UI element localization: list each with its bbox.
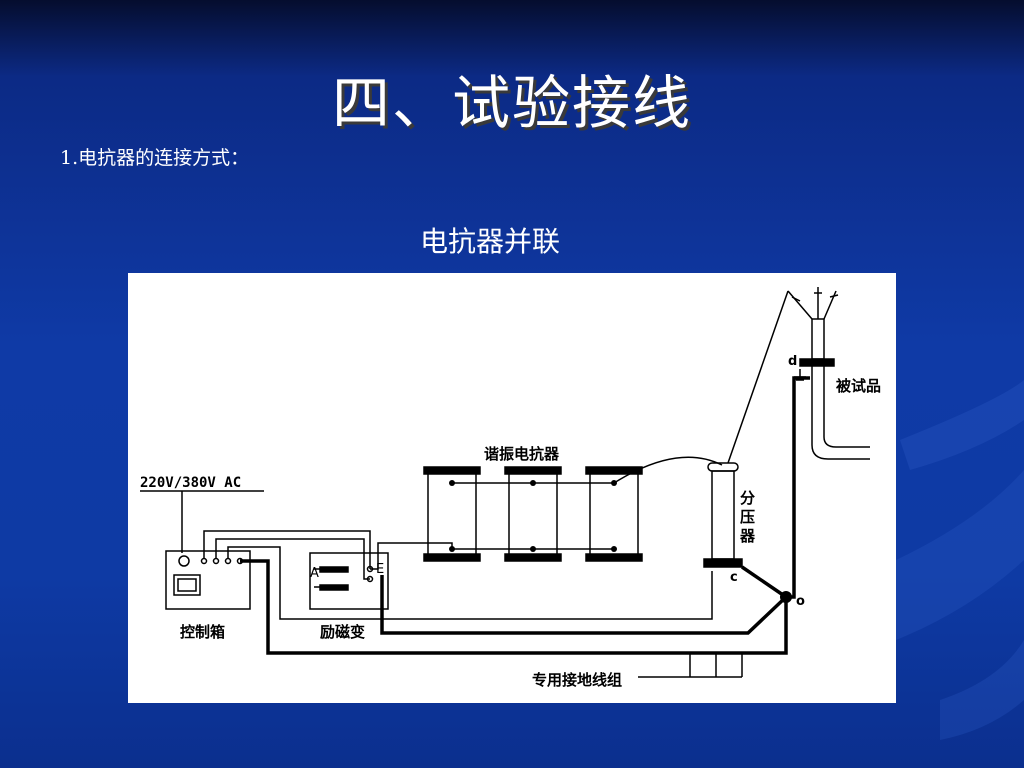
slide-title: 四、试验接线 bbox=[331, 69, 692, 137]
ground-bus bbox=[240, 376, 810, 655]
divider-label-3: 器 bbox=[739, 527, 756, 545]
power-supply bbox=[140, 490, 264, 553]
wiring-diagram-svg: 220V/380V AC 谐振电抗器 控制箱 励磁变 A E 分 压 器 c d… bbox=[140, 287, 881, 689]
point-c-label: c bbox=[730, 570, 738, 585]
bullet-text: 1.电抗器的连接方式： bbox=[60, 147, 250, 169]
exciter-transformer bbox=[309, 552, 389, 610]
exciter-terminal-e: E bbox=[376, 562, 384, 577]
diagram-title: 电抗器并联 bbox=[419, 225, 560, 258]
ground-group bbox=[638, 653, 743, 678]
power-label: 220V/380V AC bbox=[140, 475, 241, 491]
point-d-label: d bbox=[788, 354, 797, 369]
reactor-3 bbox=[585, 466, 643, 562]
wiring-diagram: 220V/380V AC 谐振电抗器 控制箱 励磁变 A E 分 压 器 c d… bbox=[128, 273, 896, 703]
exciter-label: 励磁变 bbox=[320, 623, 365, 641]
reactor-1 bbox=[423, 466, 481, 562]
divider-label-1: 分 bbox=[740, 489, 755, 507]
test-object bbox=[787, 287, 870, 460]
control-box bbox=[165, 550, 251, 610]
test-object-label: 被试品 bbox=[836, 377, 881, 395]
reactor-label: 谐振电抗器 bbox=[484, 445, 560, 463]
reactor-2 bbox=[504, 466, 562, 562]
voltage-divider bbox=[703, 462, 743, 568]
ground-group-label: 专用接地线组 bbox=[532, 671, 622, 689]
control-box-label: 控制箱 bbox=[180, 623, 225, 641]
exciter-terminal-a: A bbox=[310, 566, 319, 581]
divider-label-2: 压 bbox=[740, 508, 755, 526]
point-o-label: o bbox=[796, 594, 805, 609]
